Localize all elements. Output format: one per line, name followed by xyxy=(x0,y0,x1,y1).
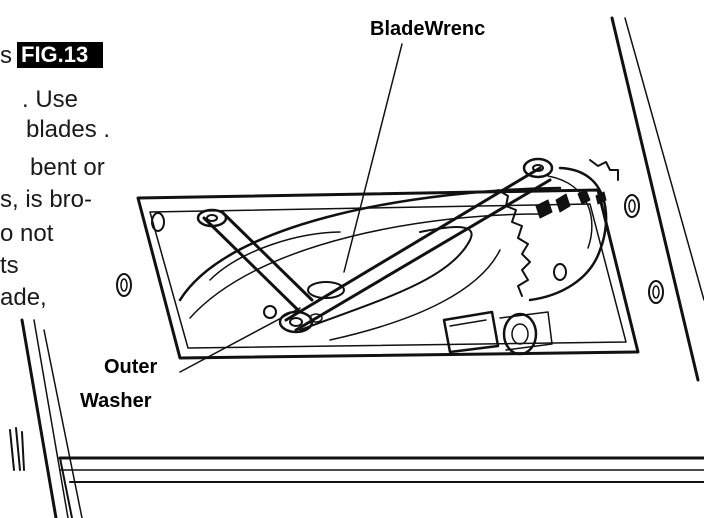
callout-blade-wrench: BladeWrenc xyxy=(370,18,486,40)
figure-badge: FIG.13 xyxy=(17,42,103,68)
text-fragment-3: bent or xyxy=(30,154,105,181)
text-fragment-6: ts xyxy=(0,252,19,279)
text-fragment-7: ade, xyxy=(0,284,47,311)
text-fragment-4: s, is bro- xyxy=(0,186,93,213)
text-fragment-2: blades . xyxy=(26,116,111,143)
callout-outer-washer-line2: Washer xyxy=(80,390,152,412)
figure-label-fragment: s xyxy=(0,42,12,69)
callout-outer-washer-line1: Outer xyxy=(104,356,158,378)
text-fragment-5: o not xyxy=(0,220,54,247)
text-fragment-1: . Use xyxy=(22,86,79,113)
